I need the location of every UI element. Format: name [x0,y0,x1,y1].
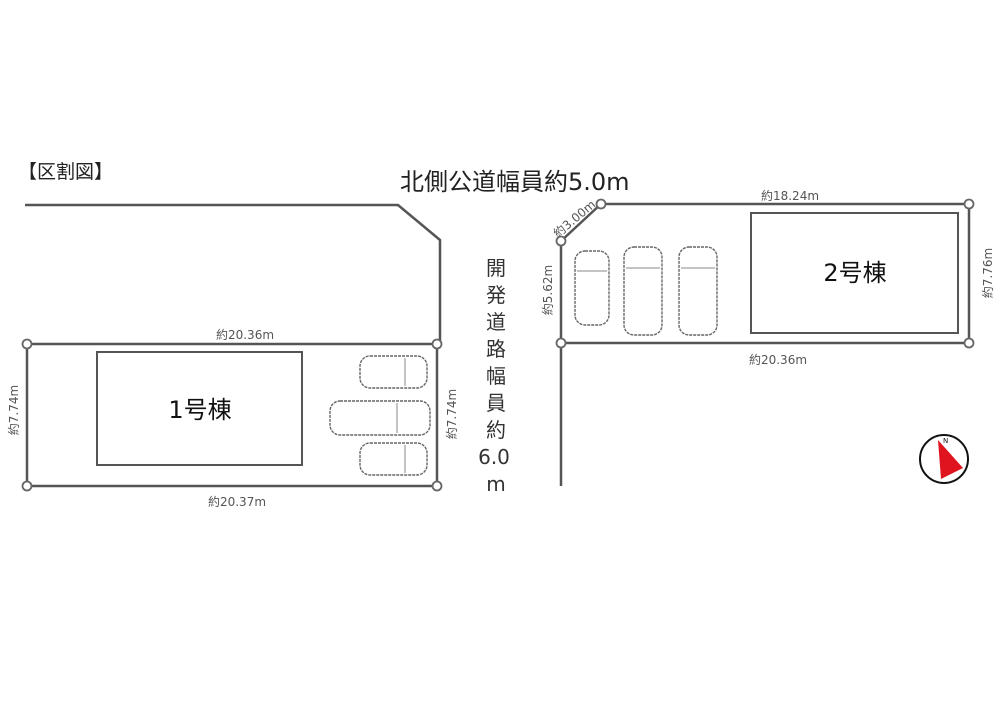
lot-2-bottom-dim: 約20.36m [749,352,807,367]
dev-road-char: 開 [486,256,506,280]
north-road-label: 北側公道幅員約5.0m [400,168,630,196]
lot-1-left-dim: 約7.74m [6,385,21,435]
lot-2-left-dim: 約5.62m [540,265,555,315]
road-boundary-left [25,203,442,344]
diagram-title: 【区割図】 [18,161,113,183]
lot-2-corner-dim: 約3.00m [550,197,598,241]
dev-road-char: 6.0 [478,445,510,469]
house-2-footprint [750,212,959,334]
dev-road-char: 道 [486,310,506,334]
boundary-marker [595,198,607,210]
dev-road-char: 路 [486,337,506,361]
boundary-marker [963,337,975,349]
dev-road-char: 幅 [486,364,506,388]
parking-car [623,246,663,336]
house-1-footprint [96,351,303,466]
parking-car [678,246,718,336]
boundary-marker [431,480,443,492]
house-1-label: 1号棟 [168,396,231,424]
north-label: N [943,437,948,445]
lot-1: 1号棟 約20.36m 約20.37m 約7.74m 約7.74m [6,327,459,509]
dev-road-char: 約 [486,418,506,442]
parking-car [359,442,428,476]
dev-road-char: 員 [486,391,506,415]
boundary-marker [431,338,443,350]
dev-road-char: 発 [486,283,506,307]
boundary-marker [555,337,567,349]
lot-2-boundary [559,202,971,345]
north-arrow-icon: N [919,434,969,484]
boundary-marker [21,338,33,350]
parking-car [329,400,431,436]
lot-2-right-dim: 約7.76m [980,248,995,298]
parking-car [574,250,610,326]
house-2-label: 2号棟 [823,259,886,287]
lot-2: 2号棟 約18.24m 約3.00m 約5.62m 約7.76m 約20.36m [540,188,995,367]
lot-1-right-dim: 約7.74m [444,389,459,439]
boundary-marker [555,235,567,247]
lot-1-bottom-dim: 約20.37m [208,494,266,509]
boundary-marker [963,198,975,210]
dev-road-label: 開 発 道 路 幅 員 約 6.0 m [478,256,510,496]
lot-1-top-dim: 約20.36m [216,327,274,342]
boundary-marker [21,480,33,492]
dev-road-char: m [486,472,505,496]
lot-2-top-dim: 約18.24m [761,188,819,203]
parking-car [359,355,428,389]
